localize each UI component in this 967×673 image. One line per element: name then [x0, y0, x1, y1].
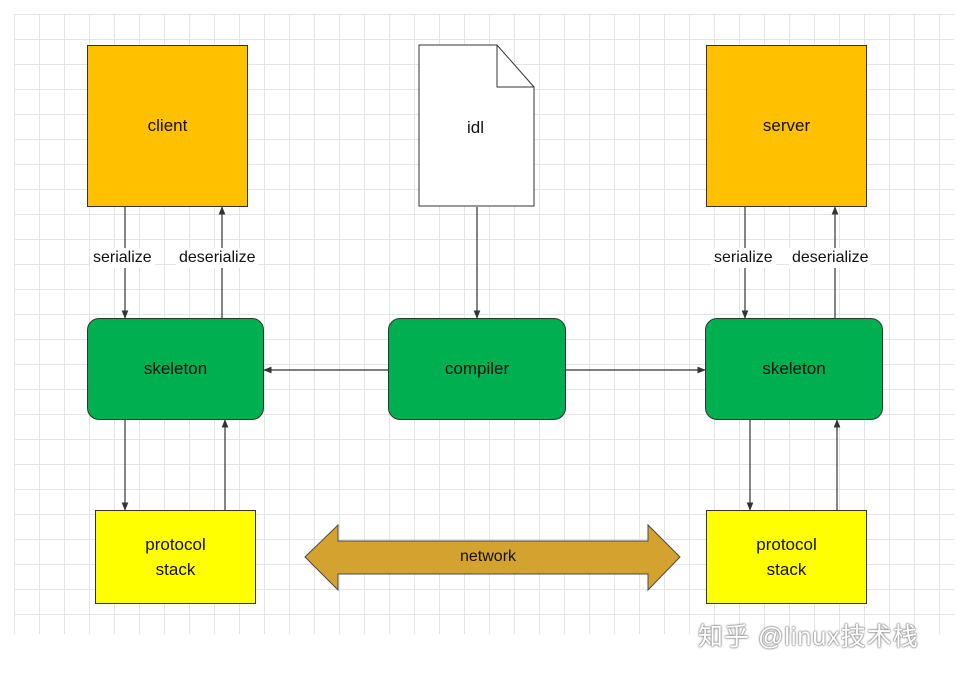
deserialize-label-right: deserialize: [789, 248, 872, 268]
client-label: client: [147, 116, 188, 136]
protocol-right-line1: protocol: [756, 534, 817, 554]
server-label: server: [762, 116, 811, 136]
serialize-label-right: serialize: [711, 248, 776, 268]
skeleton-left-label: skeleton: [143, 359, 208, 379]
idl-document-fold: [496, 45, 534, 88]
serialize-label-left: serialize: [90, 248, 155, 268]
protocol-stack-left-node: protocol stack: [95, 510, 256, 604]
protocol-left-line2: stack: [155, 560, 196, 579]
idl-document-shape: [418, 44, 535, 207]
server-node: server: [706, 45, 867, 207]
network-double-arrow: [304, 523, 681, 592]
watermark-text: 知乎 @linux技术栈: [698, 623, 919, 651]
client-node: client: [87, 45, 248, 207]
deserialize-label-left: deserialize: [176, 248, 259, 268]
network-label: network: [460, 548, 517, 565]
compiler-node: compiler: [388, 318, 566, 420]
skeleton-left-node: skeleton: [87, 318, 264, 420]
protocol-left-line1: protocol: [145, 534, 206, 554]
protocol-right-line2: stack: [766, 560, 807, 579]
skeleton-right-label: skeleton: [762, 359, 826, 379]
idl-label: idl: [467, 118, 485, 137]
protocol-stack-right-node: protocol stack: [706, 510, 867, 604]
compiler-label: compiler: [444, 359, 510, 379]
skeleton-right-node: skeleton: [705, 318, 883, 420]
